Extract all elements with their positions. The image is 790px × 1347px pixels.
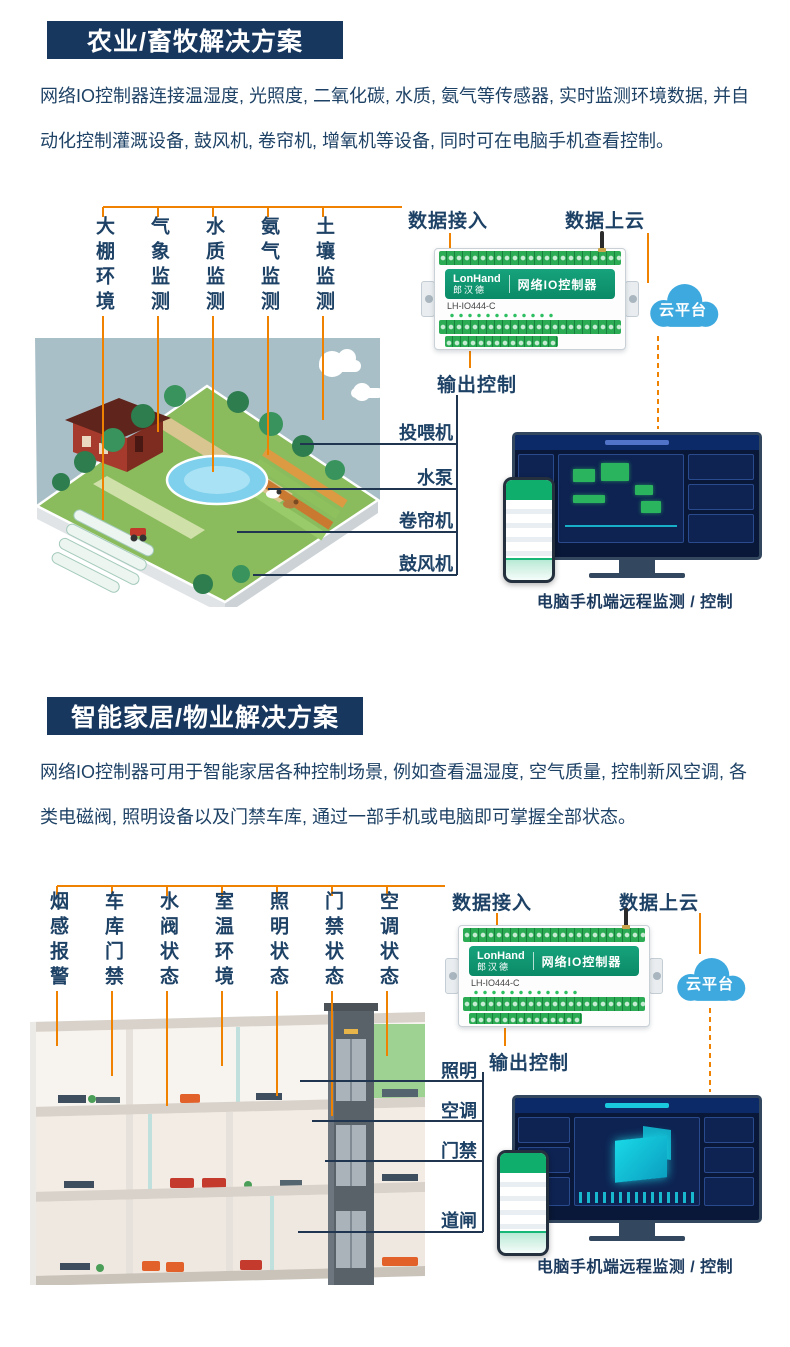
monitor: [512, 1095, 762, 1241]
remote-monitor-mockup: [503, 432, 762, 583]
cloud-label: 云平台: [658, 302, 707, 319]
building-illustration: [30, 1003, 425, 1285]
output-label: 卷帘机: [399, 511, 453, 531]
phone-app-chart: [506, 558, 552, 580]
mounting-ear: [649, 958, 663, 994]
mounting-ear: [625, 281, 639, 317]
phone-app-list: [500, 1173, 546, 1231]
divider: [532, 952, 534, 970]
phone-app-list: [506, 500, 552, 558]
dashboard-header: [515, 1098, 759, 1113]
phone-app-header: [500, 1153, 546, 1173]
greenhouses: [51, 509, 155, 593]
phone: [497, 1150, 549, 1256]
device-body: LonHand 郎汉德 网络IO控制器 LH-IO444-C: [458, 925, 650, 1027]
section-desc-smarthome: 网络IO控制器可用于智能家居各种控制场景, 例如查看温湿度, 空气质量, 控制新…: [40, 762, 748, 827]
led-indicators: [449, 313, 559, 318]
device-label-panel: LonHand 郎汉德 网络IO控制器: [445, 269, 615, 299]
antenna-icon: [598, 231, 606, 252]
phone-app-chart: [500, 1231, 546, 1253]
sensor-label: 气象监测: [148, 216, 169, 316]
monitor-stand: [619, 560, 655, 573]
phone-app-header: [506, 480, 552, 500]
sensor-label: 氨气监测: [258, 216, 279, 316]
section-desc-agriculture: 网络IO控制器连接温湿度, 光照度, 二氧化碳, 水质, 氨气等传感器, 实时监…: [40, 86, 750, 151]
terminal-strip: [445, 336, 558, 347]
data-up-label: 数据上云: [565, 211, 646, 232]
divider: [508, 275, 510, 293]
cloud-icon: [650, 284, 719, 327]
remote-caption: 电脑手机端远程监测 / 控制: [536, 1259, 734, 1276]
elevator-shaft: [324, 1003, 378, 1285]
device-label-panel: LonHand 郎汉德 网络IO控制器: [469, 946, 639, 976]
output-label: 投喂机: [399, 423, 453, 443]
sensor-label: 烟感报警: [47, 891, 68, 991]
sensor-label: 门禁状态: [322, 891, 343, 991]
monitor-base: [589, 1236, 685, 1241]
output-label: 道闸: [441, 1211, 477, 1231]
terminal-strip: [439, 251, 621, 265]
mounting-ear: [445, 958, 459, 994]
lit-room: [368, 1024, 425, 1098]
output-label: 空调: [441, 1101, 477, 1121]
data-in-label: 数据接入: [408, 211, 489, 232]
sensor-label: 室温环境: [212, 891, 233, 991]
farm-illustration: [35, 338, 380, 607]
device-name: 网络IO控制器: [517, 277, 598, 292]
sensor-label: 车库门禁: [102, 891, 123, 991]
device-name: 网络IO控制器: [541, 954, 622, 969]
cloud-label: 云平台: [685, 976, 734, 993]
terminal-strip: [469, 1013, 582, 1024]
output-label: 鼓风机: [399, 554, 453, 574]
monitor-base: [589, 573, 685, 578]
monitor-stand: [619, 1223, 655, 1236]
cloud-platform: 云平台: [668, 950, 752, 1008]
remote-caption: 电脑手机端远程监测 / 控制: [536, 594, 734, 611]
brand-name-cn: 郎汉德: [453, 285, 487, 295]
output-label: 照明: [441, 1061, 477, 1081]
dashboard-screen: [512, 1095, 762, 1223]
cloud-icon: [677, 958, 746, 1001]
io-controller-device: LonHand 郎汉德 网络IO控制器 LH-IO444-C: [421, 231, 639, 350]
remote-monitor-mockup: [497, 1095, 762, 1256]
terminal-strip: [463, 997, 645, 1011]
tractor: [130, 528, 147, 542]
sensor-label: 土壤监测: [313, 216, 334, 316]
terminal-strip: [463, 928, 645, 942]
data-up-label: 数据上云: [619, 893, 700, 914]
sensor-label: 水质监测: [203, 216, 224, 316]
section-title-smarthome: 智能家居/物业解决方案: [47, 697, 363, 735]
sensor-label: 空调状态: [377, 891, 398, 991]
output-label: 门禁: [441, 1141, 477, 1161]
phone: [503, 477, 555, 583]
antenna-icon: [622, 908, 630, 929]
sensor-label: 照明状态: [267, 891, 288, 991]
section-title-agriculture: 农业/畜牧解决方案: [47, 21, 343, 59]
phone-app-screen: [500, 1153, 546, 1253]
device-model: LH-IO444-C: [447, 301, 496, 311]
output-ctrl-label: 输出控制: [437, 375, 518, 396]
device-model: LH-IO444-C: [471, 978, 520, 988]
output-ctrl-label: 输出控制: [489, 1053, 570, 1074]
phone-app-screen: [506, 480, 552, 580]
brand-name: LonHand: [477, 950, 525, 962]
device-body: LonHand 郎汉德 网络IO控制器 LH-IO444-C: [434, 248, 626, 350]
dashboard-header: [515, 435, 759, 450]
terminal-strip: [439, 320, 621, 334]
output-label: 水泵: [417, 468, 453, 488]
brand-name: LonHand: [453, 273, 501, 285]
cloud-platform: 云平台: [641, 276, 725, 334]
led-indicators: [473, 990, 583, 995]
mounting-ear: [421, 281, 435, 317]
brand-name-cn: 郎汉德: [477, 962, 511, 972]
io-controller-device: LonHand 郎汉德 网络IO控制器 LH-IO444-C: [445, 908, 663, 1027]
clouds-decor: [319, 349, 380, 401]
sensor-label: 大棚环境: [93, 216, 114, 316]
data-in-label: 数据接入: [452, 893, 533, 914]
sensor-label: 水阀状态: [157, 891, 178, 991]
